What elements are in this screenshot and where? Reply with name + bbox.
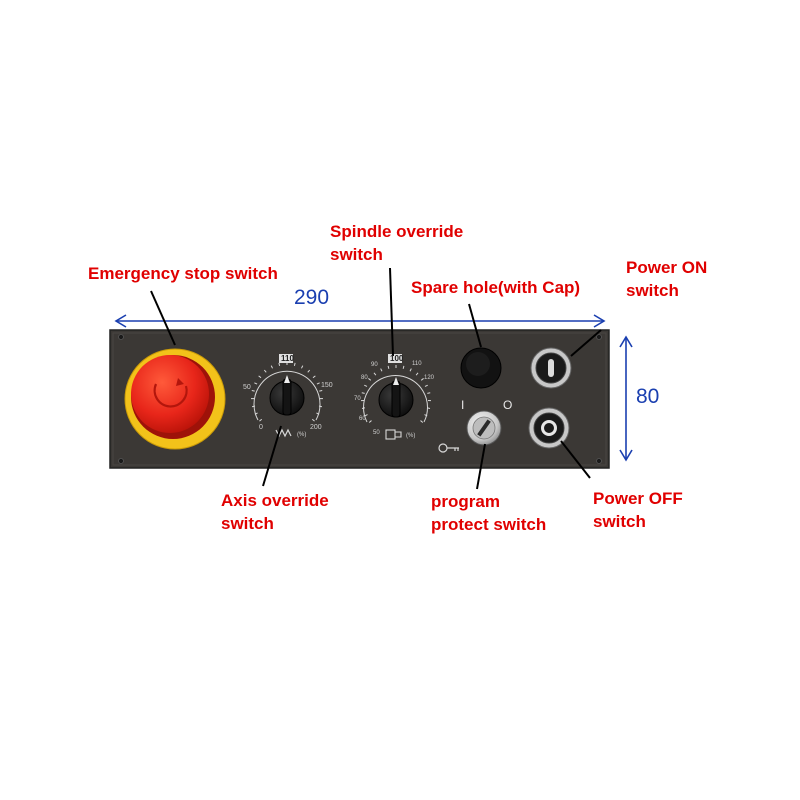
spindle-dial-tick-label: 90 [371,362,378,368]
power-on-callout: Power ON switch [626,258,708,300]
dial-tick [270,365,273,369]
dial-tick [258,375,262,379]
program-protect-callout: program protect switch [431,492,547,534]
dial-tick [373,372,377,376]
dial-tick [254,412,258,415]
axis-dial-tick-label: 150 [321,382,333,389]
dial-tick [254,382,258,385]
power-off-callout: Power OFF switch [593,489,683,531]
emergency-stop-callout: Emergency stop switch [88,264,278,283]
leader-lines [150,267,602,490]
key-icon [438,443,459,453]
axis-dial-tick-label: 200 [310,424,322,431]
dial-tick [318,405,323,408]
spindle-dial-tick-label: 80 [361,375,368,381]
spindle-dial-tick-label: 110 [412,361,422,367]
height-dimension-arrow [619,335,633,462]
dial-tick [415,372,419,376]
axis-dial-tick-label: 50 [243,384,251,391]
dial-tick [426,407,431,409]
dial-tick [420,378,424,381]
spindle-dial-top-label: 100 [390,354,404,363]
axis-override-dial[interactable] [250,354,324,422]
axis-dial-tick-label: 0 [259,424,263,431]
spindle-dial-tick-label: 120 [424,375,435,381]
spindle-dial-tick-label: 70 [354,396,361,402]
dial-tick [312,375,316,379]
dial-tick [409,368,412,372]
dial-tick [251,390,255,392]
dial-tick [364,384,368,387]
axis-override-callout: Axis override switch [221,491,329,533]
spindle-override-callout: Spindle override switch [330,222,464,264]
spare-hole-callout: Spare hole(with Cap) [411,278,581,297]
height-dimension-label: 80 [636,385,660,408]
axis-dial-unit-label: (%) [297,432,307,438]
dial-tick [427,392,431,394]
dial-tick [368,420,372,423]
dial-tick [316,412,320,415]
width-dimension-label: 290 [294,286,330,309]
dial-tick [361,392,365,394]
dial-tick [307,369,311,373]
dial-tick [424,414,428,417]
dial-tick [293,362,296,366]
power-off-button[interactable] [528,407,570,449]
dial-tick [368,378,372,381]
emergency-stop-switch[interactable] [124,348,226,450]
dial-tick [278,362,281,366]
dial-tick [251,405,256,408]
key-off-mark: O [503,398,513,412]
spare-hole-cap [460,347,502,389]
dial-tick [319,390,323,392]
spindle-override-dial[interactable] [360,354,432,423]
dial-tick [387,365,390,369]
dial-tick [301,365,304,369]
width-dimension-arrow [114,314,606,328]
spindle-dial-tick-label: 60 [359,416,366,422]
dial-tick [361,407,366,409]
screw-icons [118,334,602,464]
spindle-dial-tick-label: 50 [373,430,380,436]
program-protect-key-switch[interactable] [466,410,502,446]
dial-tick [259,418,263,422]
dial-tick [420,420,424,423]
spindle-dial-unit-label: (%) [406,433,416,439]
dial-tick [311,418,315,422]
dial-tick [263,369,267,373]
spindle-icon [385,429,402,440]
dial-tick [364,414,368,417]
dial-tick [402,365,405,369]
power-on-button[interactable] [530,347,572,389]
dial-tick [424,384,428,387]
dial-tick [380,368,383,372]
axis-dial-top-label: 110 [281,354,294,363]
dial-tick [316,382,320,385]
key-on-mark: I [461,398,465,412]
